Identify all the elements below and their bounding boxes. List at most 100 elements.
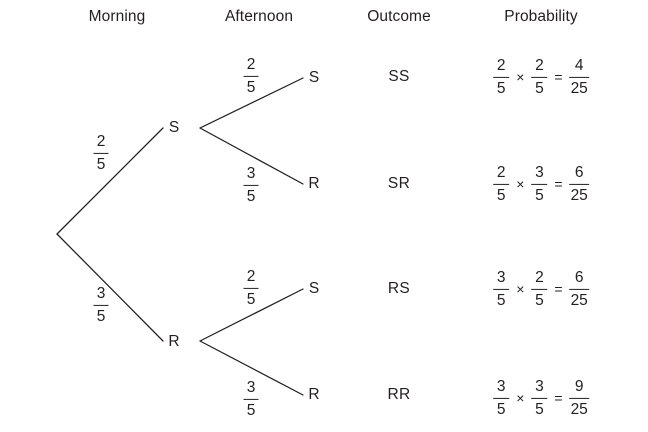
fraction-denominator: 5	[535, 79, 544, 97]
equals-operator: =	[554, 69, 563, 85]
branch-probability-afternoon-s-s: 2 5	[243, 55, 259, 96]
fraction-second: 3 5	[531, 163, 548, 204]
fraction-denominator: 5	[535, 400, 544, 418]
fraction-result: 9 25	[569, 377, 589, 418]
fraction-denominator: 25	[570, 400, 588, 418]
fraction-denominator: 5	[496, 400, 506, 418]
fraction-bar	[243, 398, 259, 400]
fraction-denominator: 5	[535, 186, 544, 204]
tree-node-morning-r: R	[168, 333, 180, 350]
tree-node-afternoon-s-s: S	[308, 69, 320, 86]
fraction-bar	[493, 76, 510, 78]
branch-probability-morning-r: 3 5	[93, 284, 109, 325]
fraction-bar	[531, 76, 548, 78]
outcome-label-rr: RR	[387, 386, 411, 403]
multiply-operator: ×	[516, 390, 525, 406]
fraction-numerator: 2	[535, 268, 544, 286]
outcome-label-ss: SS	[388, 68, 410, 85]
column-header-probability: Probability	[504, 8, 578, 25]
column-header-morning: Morning	[88, 8, 146, 25]
fraction-bar	[531, 183, 548, 185]
fraction-numerator: 3	[246, 378, 256, 396]
branch-line-r-to-r	[199, 340, 304, 396]
fraction-numerator: 2	[535, 56, 544, 74]
fraction-bar	[493, 288, 510, 290]
fraction-bar	[243, 184, 259, 186]
fraction-denominator: 5	[246, 78, 256, 96]
multiply-operator: ×	[516, 176, 525, 192]
tree-node-morning-s: S	[168, 119, 180, 136]
fraction-denominator: 5	[96, 155, 106, 173]
fraction-numerator: 6	[574, 268, 584, 286]
branch-probability-afternoon-r-s: 2 5	[243, 267, 259, 308]
fraction-bar	[531, 288, 548, 290]
fraction-denominator: 5	[96, 307, 106, 325]
fraction-numerator: 2	[496, 163, 506, 181]
multiply-operator: ×	[516, 281, 525, 297]
fraction-numerator: 3	[535, 377, 544, 395]
fraction-denominator: 5	[496, 79, 506, 97]
fraction-numerator: 2	[246, 55, 256, 73]
branch-line-s-to-r	[199, 127, 304, 185]
fraction-bar	[243, 75, 259, 77]
fraction-bar	[493, 183, 510, 185]
fraction-bar	[531, 397, 548, 399]
fraction-denominator: 25	[570, 291, 588, 309]
fraction-denominator: 25	[570, 79, 588, 97]
probability-expression-rs: 3 5 × 2 5 = 6 25	[493, 270, 589, 308]
fraction-numerator: 9	[574, 377, 584, 395]
fraction-denominator: 5	[496, 186, 506, 204]
fraction-bar	[569, 183, 589, 185]
fraction-denominator: 5	[496, 291, 506, 309]
fraction-numerator: 3	[496, 377, 506, 395]
branch-probability-afternoon-r-r: 3 5	[243, 378, 259, 419]
fraction-result: 4 25	[569, 56, 589, 97]
probability-expression-sr: 2 5 × 3 5 = 6 25	[493, 165, 589, 203]
tree-node-afternoon-r-r: R	[308, 386, 320, 403]
fraction-denominator: 5	[535, 291, 544, 309]
fraction-numerator: 3	[96, 284, 106, 302]
probability-expression-rr: 3 5 × 3 5 = 9 25	[493, 379, 589, 417]
branch-line-root-to-s	[56, 127, 164, 235]
tree-node-afternoon-s-r: R	[308, 175, 320, 192]
fraction-bar	[569, 76, 589, 78]
multiply-operator: ×	[516, 69, 525, 85]
fraction-bar	[569, 397, 589, 399]
fraction-bar	[93, 304, 109, 306]
equals-operator: =	[554, 176, 563, 192]
fraction-numerator: 3	[246, 164, 256, 182]
fraction-denominator: 5	[246, 401, 256, 419]
fraction-second: 3 5	[531, 377, 548, 418]
fraction-denominator: 25	[570, 186, 588, 204]
fraction-numerator: 6	[574, 163, 584, 181]
fraction-bar	[93, 152, 109, 154]
equals-operator: =	[554, 390, 563, 406]
fraction-numerator: 2	[246, 267, 256, 285]
fraction-numerator: 2	[96, 132, 106, 150]
fraction-first: 3 5	[493, 377, 510, 418]
branch-probability-afternoon-s-r: 3 5	[243, 164, 259, 205]
fraction-numerator: 2	[496, 56, 506, 74]
equals-operator: =	[554, 281, 563, 297]
fraction-bar	[243, 287, 259, 289]
fraction-result: 6 25	[569, 163, 589, 204]
fraction-numerator: 3	[496, 268, 506, 286]
fraction-numerator: 3	[535, 163, 544, 181]
outcome-label-rs: RS	[387, 280, 411, 297]
fraction-first: 2 5	[493, 56, 510, 97]
fraction-denominator: 5	[246, 187, 256, 205]
fraction-numerator: 4	[574, 56, 584, 74]
fraction-first: 3 5	[493, 268, 510, 309]
fraction-second: 2 5	[531, 268, 548, 309]
fraction-second: 2 5	[531, 56, 548, 97]
probability-expression-ss: 2 5 × 2 5 = 4 25	[493, 58, 589, 96]
fraction-result: 6 25	[569, 268, 589, 309]
fraction-denominator: 5	[246, 290, 256, 308]
fraction-bar	[569, 288, 589, 290]
branch-line-r-to-s	[199, 288, 304, 342]
fraction-bar	[493, 397, 510, 399]
column-header-afternoon: Afternoon	[224, 8, 294, 25]
branch-probability-morning-s: 2 5	[93, 132, 109, 173]
